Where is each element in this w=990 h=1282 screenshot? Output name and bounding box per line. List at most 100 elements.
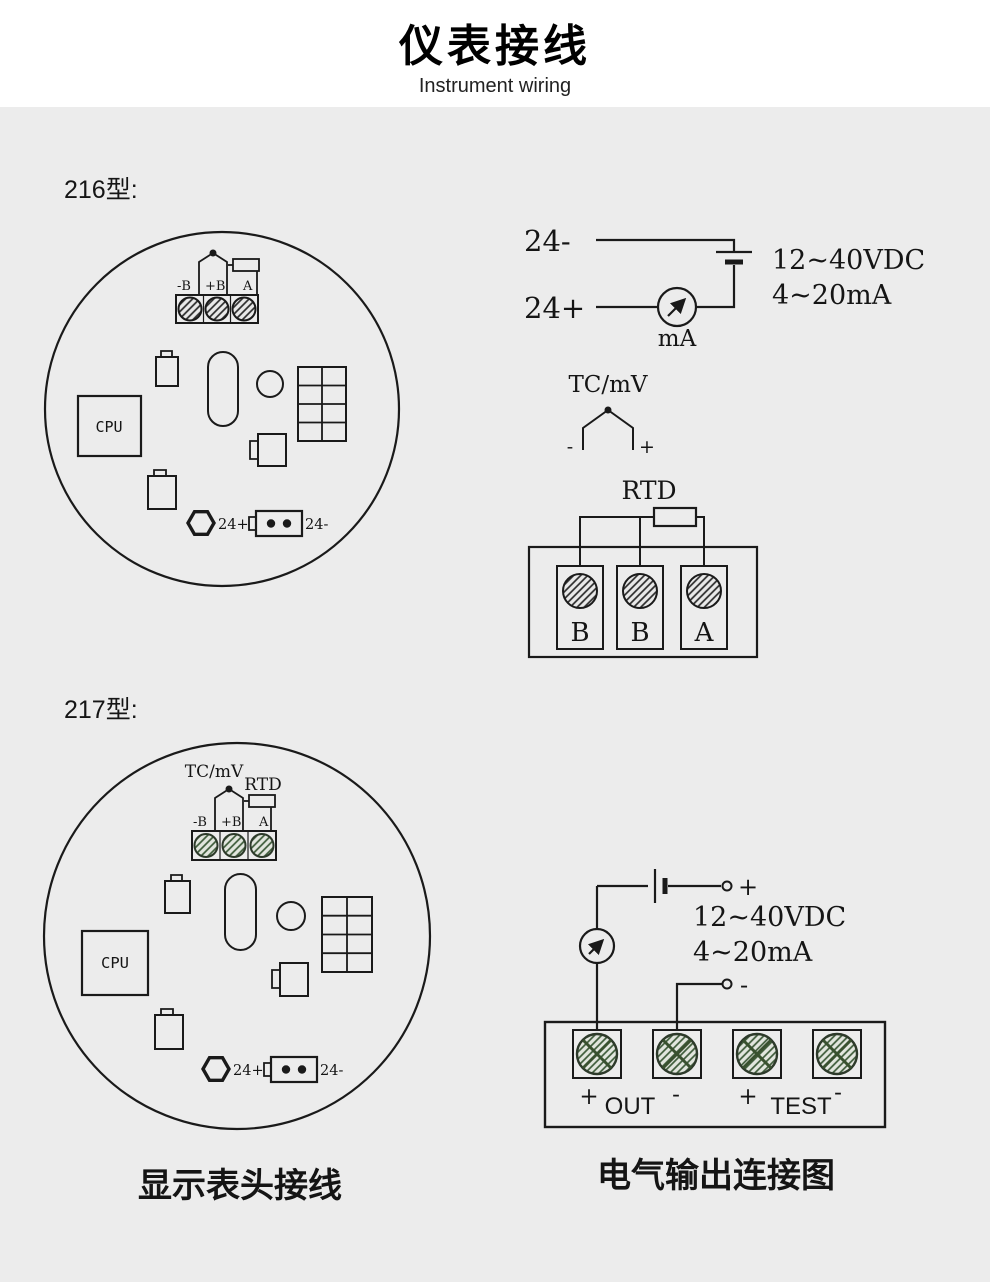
rtd-label: RTD [621,476,676,505]
screw-terminal-icon [221,833,247,858]
component-tab [160,350,173,357]
output-wire [675,982,722,1030]
component-round [276,901,306,931]
screw-terminal-icon [249,833,275,858]
screw-terminal-icon [686,573,722,609]
rtd-resistor-icon [232,258,260,272]
board-217-power-connector: 24+ 24- [201,1055,343,1084]
cpu-chip [76,394,143,458]
component-tab [153,469,167,476]
component-block [257,433,287,467]
cpu-label: CPU [95,418,122,436]
rtd-terminal-label: B [630,618,649,648]
component-stadium [224,873,257,951]
rtd-resistor-icon [652,506,698,528]
screw-terminal-icon [204,296,230,322]
component-block [279,962,309,997]
test-minus-label: - [834,1080,842,1106]
tc-lead [582,409,609,450]
board-216: -B +B A CPU 24+ [43,230,401,588]
rtd-terminal-label: A [694,618,715,648]
component-block [155,356,179,387]
terminal-cell [652,1029,702,1079]
loop-neg-label: 24- [524,224,571,258]
ammeter-arrow [587,938,605,956]
output-terminal-block [543,1020,887,1129]
out-plus-label: + [579,1084,598,1110]
tc-bracket-wire [228,788,244,831]
component-tab [271,969,280,989]
component-block [154,1014,184,1050]
rtd-resistor-icon [248,794,276,808]
terminal-mark-plus-b: +B [221,815,241,830]
board-217-outline [42,741,432,1131]
section-217-label: 217型: [64,696,138,724]
tc-minus-label: - [567,436,573,458]
test-plus-label: + [738,1084,757,1110]
rtd-label: RTD [244,775,281,795]
screw-terminal-icon [231,296,257,322]
terminal-block [527,545,759,659]
ammeter-label: mA [658,326,697,352]
terminal-mark-minus-b: -B [177,279,191,294]
connector-pin [266,519,276,528]
screw-terminal-icon [622,573,658,609]
rtd-wire [579,516,654,566]
terminal-cell [680,565,728,650]
board-216-components: CPU [76,350,347,510]
terminal-cell [572,1029,622,1079]
connector-pin [282,519,292,528]
cpu-chip [80,929,150,997]
terminal-strip-dividers [202,295,232,323]
cpu-label: CPU [101,954,129,972]
terminal-strip-dividers [219,831,249,860]
power-plus-label: 24+ [218,517,249,533]
tc-bracket-wire [212,252,228,295]
component-tab [170,874,183,881]
board-217-input-terminal: TC/mV RTD -B +B A [185,762,282,861]
power-plus-label: 24+ [233,1063,264,1079]
tc-label: TC/mV [185,762,244,782]
section-216-label: 216型: [64,176,138,204]
output-diagram-217: + 12~40VDC 4~20mA - + OUT - + TEST - [543,869,887,1129]
caption-electrical-output: 电气输出连接图 [597,1156,835,1196]
terminal-mark-minus-b: -B [193,815,207,830]
power-connector-tab [263,1062,271,1077]
loop-pos-label: 24+ [524,291,585,325]
terminal-cell [732,1029,782,1079]
screw-terminal-icon [562,573,598,609]
terminal-cell [812,1029,862,1079]
screw-terminal-icon [193,833,219,858]
output-neg-label: - [740,971,748,999]
power-connector [254,509,304,538]
loop-wire [696,265,736,309]
tc-bracket-wire [214,788,230,831]
power-minus-label: 24- [320,1063,343,1079]
header-banner: 仪表接线 Instrument wiring [0,0,990,107]
terminal-mark-plus-b: +B [205,279,225,294]
power-spec-line1: 12~40VDC [693,902,846,933]
screw-cross-lines [581,1038,853,1070]
terminal-mark-a: A [242,279,253,294]
tc-bracket-wire [198,252,214,295]
component-grid-lines [298,367,346,441]
tc-input-216: TC/mV - + [567,372,655,458]
terminal-mark-a: A [258,815,269,830]
tc-plus-label: + [639,436,655,458]
terminal-strip [175,294,259,324]
component-stadium [207,351,239,427]
board-216-power-connector: 24+ 24- [186,509,328,538]
page-subtitle: Instrument wiring [418,75,572,97]
component-block [147,475,177,510]
out-label: OUT [605,1093,656,1120]
terminal-dot [721,880,733,892]
hex-nut-icon [186,510,216,536]
component-tab [249,440,258,460]
page-title: 仪表接线 [399,22,591,71]
tc-label: TC/mV [568,372,647,398]
output-pos-label: + [738,873,758,901]
loop-wire [596,238,736,251]
terminal-dot [721,978,733,990]
power-connector [269,1055,319,1084]
